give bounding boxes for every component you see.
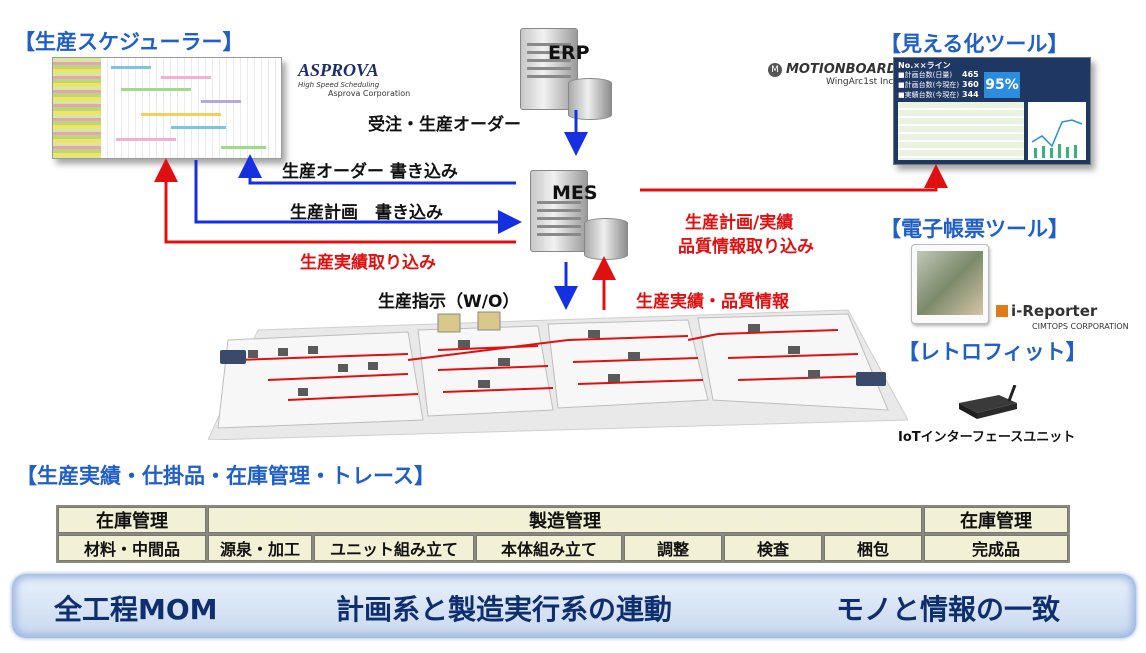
table-bottom-cell: 調整: [624, 535, 722, 561]
asprova-logo: ASPROVA High Speed Scheduling Asprova Co…: [298, 60, 411, 98]
order-write-arrow: [238, 154, 516, 185]
ireporter-icon: [996, 305, 1008, 317]
actual-import-label: 生産実績取り込み: [300, 253, 436, 273]
order-in-label: 受注・生産オーダー: [368, 115, 521, 135]
erp-label: ERP: [548, 42, 590, 64]
mes-server-icon: MES: [530, 170, 640, 260]
table-bottom-cell: ユニット組み立て: [314, 535, 474, 561]
table-top-cell: 在庫管理: [58, 507, 206, 533]
scheduler-screenshot: [52, 57, 282, 159]
footer-match: モノと情報の一致: [836, 593, 1061, 626]
table-bottom-cell: 梱包: [824, 535, 922, 561]
table-bottom-cell: 完成品: [924, 535, 1068, 561]
eform-title: 【電子帳票ツール】: [880, 217, 1069, 241]
plan-write-arrow: [194, 160, 522, 234]
footer-link: 計画系と製造実行系の連動: [336, 593, 673, 626]
iot-device-icon: [959, 385, 1017, 419]
footer-mom: 全工程MOM: [54, 593, 218, 626]
table-bottom-cell: 材料・中間品: [58, 535, 206, 561]
order-write-label: 生産オーダー 書き込み: [282, 162, 458, 182]
retrofit-title: 【レトロフィット】: [898, 340, 1087, 364]
table-top-cell: 製造管理: [208, 507, 922, 533]
instruction-label: 生産指示（W/O）: [378, 292, 520, 312]
table-bottom-cell: 検査: [724, 535, 822, 561]
actual-quality-label: 生産実績・品質情報: [636, 292, 789, 312]
process-table: 在庫管理 製造管理 在庫管理 材料・中間品 源泉・加工 ユニット組み立て 本体組…: [56, 505, 1070, 563]
tablet-icon: [911, 244, 989, 324]
iot-label: IoTインターフェースユニット: [898, 430, 1076, 445]
actual-import-arrow: [154, 158, 516, 244]
management-title: 【生産実績・仕掛品・在庫管理・トレース】: [16, 464, 435, 488]
dashboard-screenshot: No.××ライン ■計画台数(日量) ■計画台数(今現在) ■実績台数(今現在)…: [893, 57, 1091, 165]
ireporter-logo: i-Reporter: [996, 302, 1097, 320]
table-bottom-cell: 源泉・加工: [208, 535, 312, 561]
plan-actual-label-1: 生産計画/実績: [685, 213, 794, 233]
erp-server-icon: ERP: [520, 28, 620, 120]
motionboard-logo: M MOTIONBOARD WingArc1st Inc.: [768, 62, 897, 87]
scheduler-title: 【生産スケジューラー】: [14, 30, 244, 54]
plan-actual-label-2: 品質情報取り込み: [678, 237, 814, 257]
table-top-cell: 在庫管理: [924, 507, 1068, 533]
table-bottom-cell: 本体組み立て: [476, 535, 622, 561]
factory-floor-illustration: [208, 309, 908, 440]
plan-write-label: 生産計画 書き込み: [290, 203, 443, 223]
mes-to-dashboard-arrow: [640, 164, 948, 192]
ireporter-corp: CIMTOPS CORPORATION: [1032, 322, 1129, 331]
visualization-title: 【見える化ツール】: [880, 32, 1069, 56]
motionboard-icon: M: [768, 62, 782, 77]
mes-label: MES: [552, 182, 598, 204]
footer-banner: [12, 574, 1136, 638]
